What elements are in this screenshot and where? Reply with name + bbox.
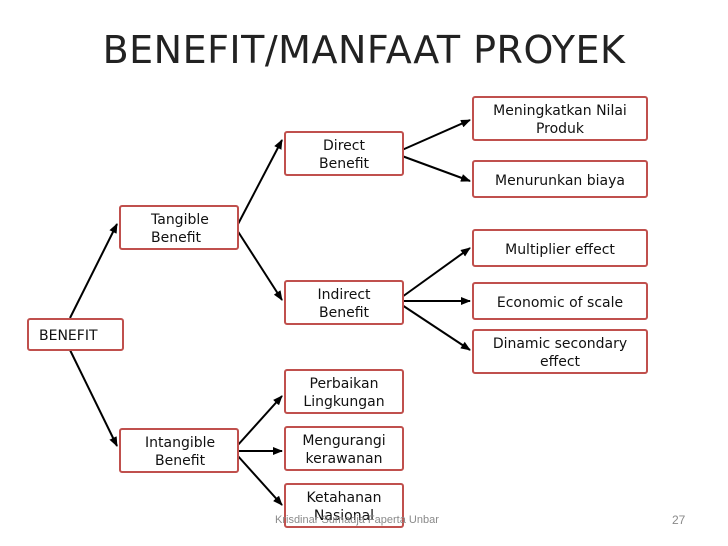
node-ketahanan-label: Ketahanan Nasional — [306, 490, 382, 524]
node-dinamic-label: Dinamic secondary effect — [492, 336, 628, 370]
node-meningkatkan-nilai-produk: Meningkatkan Nilai Produk — [472, 96, 648, 141]
slide-title: BENEFIT/MANFAAT PROYEK — [102, 28, 626, 72]
node-tangible-label: Tangible Benefit — [151, 212, 209, 246]
node-ketahanan-nasional: Ketahanan Nasional — [284, 483, 404, 528]
node-perbaikan-lingkungan: Perbaikan Lingkungan — [284, 369, 404, 414]
node-mengurangi-kerawanan: Mengurangi kerawanan — [284, 426, 404, 471]
node-multiplier-label: Multiplier effect — [505, 242, 615, 258]
arrow-tangible-direct — [236, 139, 283, 227]
node-meningkatkan-label: Meningkatkan Nilai Produk — [493, 103, 627, 137]
slide-footer: Krisdinar Sumadja Faperta Unbar — [275, 514, 439, 526]
node-indirect-label: Indirect Benefit — [317, 287, 371, 321]
node-intangible-label: Intangible Benefit — [145, 435, 216, 469]
node-benefit: BENEFIT — [27, 318, 124, 351]
arrow-tangible-indirect — [236, 229, 283, 301]
arrow-direct-menurunkan — [401, 155, 471, 182]
arrow-benefit-intangible — [69, 349, 118, 447]
node-intangible-benefit: Intangible Benefit — [119, 428, 239, 473]
arrow-benefit-tangible — [69, 223, 118, 319]
node-perbaikan-label: Perbaikan Lingkungan — [303, 376, 385, 410]
node-economic-label: Economic of scale — [496, 295, 624, 311]
node-direct-benefit: Direct Benefit — [284, 131, 404, 176]
page-number: 27 — [672, 513, 686, 527]
arrow-indirect-multiplier — [401, 247, 471, 298]
node-mengurangi-label: Mengurangi kerawanan — [302, 433, 386, 467]
node-menurunkan-biaya: Menurunkan biaya — [472, 160, 648, 198]
node-benefit-label: BENEFIT — [39, 328, 98, 344]
node-multiplier-effect: Multiplier effect — [472, 229, 648, 267]
node-indirect-benefit: Indirect Benefit — [284, 280, 404, 325]
arrow-indirect-dinamic — [401, 304, 471, 351]
node-economic-of-scale: Economic of scale — [472, 282, 648, 320]
node-tangible-benefit: Tangible Benefit — [119, 205, 239, 250]
node-dinamic-secondary-effect: Dinamic secondary effect — [472, 329, 648, 374]
arrow-intangible-ketahanan — [236, 454, 283, 506]
arrow-intangible-perbaikan — [236, 395, 283, 447]
arrow-direct-meningkatkan — [401, 119, 471, 151]
node-direct-label: Direct Benefit — [318, 138, 369, 172]
node-menurunkan-label: Menurunkan biaya — [495, 173, 625, 189]
